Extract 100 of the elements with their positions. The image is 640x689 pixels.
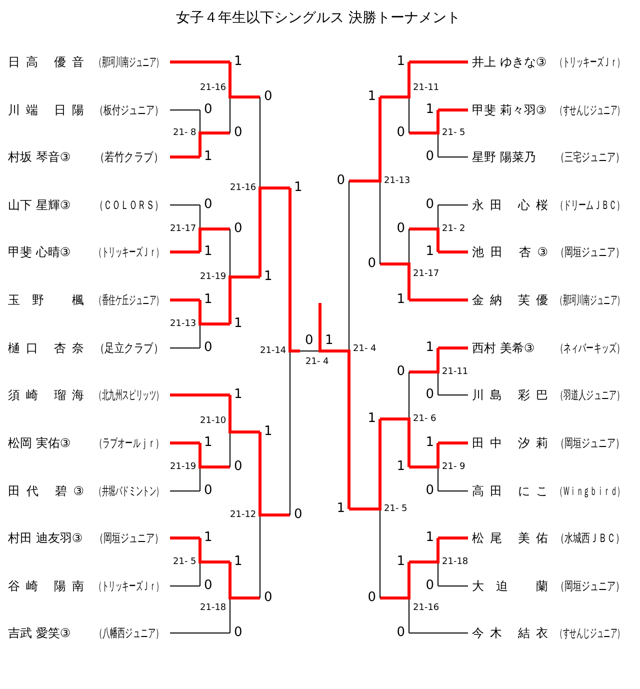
result-number: 1 [230,316,244,332]
player-name: 甲斐 莉々羽③ [472,102,547,119]
result-number: 1 [335,501,349,517]
score-label: 21- 6 [413,414,436,424]
bracket-line [170,632,230,634]
score-label: 21- 5 [442,128,466,138]
bracket-line [228,62,260,98]
bracket-line [170,536,200,540]
result-number: 0 [260,89,274,105]
result-number: 0 [260,590,274,606]
result-number: 1 [395,292,409,308]
player-name: 吉武 愛笑③ [8,625,71,642]
bracket-line [198,228,230,252]
result-number: 1 [424,435,438,451]
bracket-line [258,186,290,277]
bracket-line [438,346,468,350]
club-name: （三宅ジュニア） [556,149,624,166]
bracket-line [288,188,300,352]
club-name: （北九州スピリッツ） [95,387,163,404]
score-label: 21-18 [200,603,226,613]
club-name: （井堀バドミントン） [95,483,163,500]
bracket-line [408,632,468,634]
player-name: 大迫 蘭 [472,578,548,595]
player-name: 池田 杏③ [472,244,548,261]
bracket-line [228,276,260,324]
bracket-line [170,250,200,254]
result-number: 1 [230,54,244,70]
score-label: 21- 4 [353,344,376,354]
club-name: （若竹クラブ） [95,149,163,166]
score-label: 21-17 [170,224,196,234]
bracket-line [438,108,468,112]
club-name: （那珂川南ジュニア） [95,54,163,71]
bracket-line [338,350,350,509]
player-name: 松尾 美佑 [472,530,548,547]
club-name: （ＣＯＬＯＲＳ） [95,197,163,214]
score-label: 21-11 [442,367,468,377]
club-name: （足立クラブ） [95,340,163,357]
bracket-line [438,394,468,396]
result-number: 1 [260,269,274,285]
club-name: （香住ケ丘ジュニア） [95,292,163,309]
result-number: 1 [320,333,338,351]
result-number: 0 [366,256,380,272]
bracket-line [409,348,440,374]
bracket-line [380,62,410,98]
bracket-line [438,442,468,444]
result-number: 0 [424,387,438,403]
player-name: 西村 美希③ [472,340,535,357]
bracket-line [409,443,440,468]
club-name: （Ｗｉｎｇｂｉｒｄ） [556,483,624,500]
bracket-line [228,395,260,434]
player-name: 川端 日陽 [8,102,84,119]
bracket-line [170,60,230,64]
bracket-line [170,394,230,396]
club-name: （トリッキーズＪｒ） [95,244,163,261]
result-number: 0 [230,459,244,475]
score-label: 21- 9 [442,462,466,472]
bracket-line [170,156,200,158]
player-name: 星野 陽菜乃 [472,149,536,166]
bracket-line [170,490,200,492]
bracket-line [380,418,410,467]
result-number: 1 [260,424,274,440]
bracket-line [409,228,440,252]
score-label: 21-10 [200,416,226,426]
player-name: 井上 ゆきな③ [472,54,547,71]
player-name: 松岡 実佑③ [8,435,71,452]
player-name: 永田 心桜 [472,197,548,214]
result-number: 1 [366,89,380,105]
result-number: 1 [200,435,214,451]
result-number: 1 [290,180,304,196]
club-name: （すせんじジュニア） [556,102,624,119]
result-number: 0 [395,221,409,237]
score-label: 21- 5 [384,504,408,514]
bracket-line [349,419,382,510]
result-number: 0 [395,625,409,641]
result-number: 1 [424,530,438,546]
club-name: （八幡西ジュニア） [95,625,163,642]
score-label: 21-12 [230,510,256,520]
player-name: 山下 星輝③ [8,197,71,214]
score-label: 21-17 [413,269,440,279]
result-number: 0 [300,333,320,351]
score-label: 21-18 [442,557,468,567]
bracket-line [349,97,382,182]
bracket-line [409,60,468,64]
result-number: 1 [230,554,244,570]
player-name: 須崎 瑠海 [8,387,84,404]
score-label: 21- 5 [173,557,196,567]
result-number: 1 [200,149,214,165]
bracket-line [438,250,468,254]
result-number: 1 [395,459,409,475]
result-number: 1 [424,244,438,260]
result-number: 0 [230,221,244,237]
bracket-line [438,490,468,492]
result-number: 1 [230,387,244,403]
player-name: 甲斐 心晴③ [8,244,71,261]
bracket-line [409,110,440,134]
club-name: （水城西ＪＢＣ） [556,530,624,547]
club-name: （羽道人ジュニア） [556,387,624,404]
club-name: （すせんじジュニア） [556,625,624,642]
score-label: 21-16 [230,183,256,193]
result-number: 0 [335,173,349,189]
